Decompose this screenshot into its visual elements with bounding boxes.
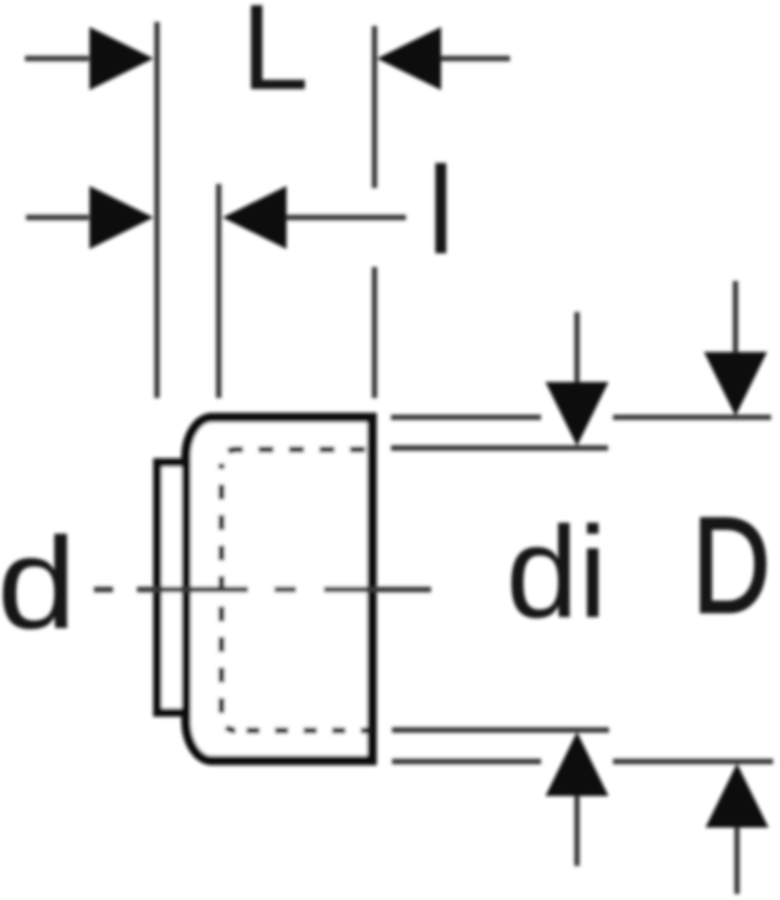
svg-text:l: l bbox=[427, 142, 455, 280]
svg-text:D: D bbox=[692, 491, 771, 642]
svg-text:di: di bbox=[506, 499, 607, 645]
svg-text:L: L bbox=[241, 0, 309, 115]
svg-text:d: d bbox=[0, 510, 77, 656]
